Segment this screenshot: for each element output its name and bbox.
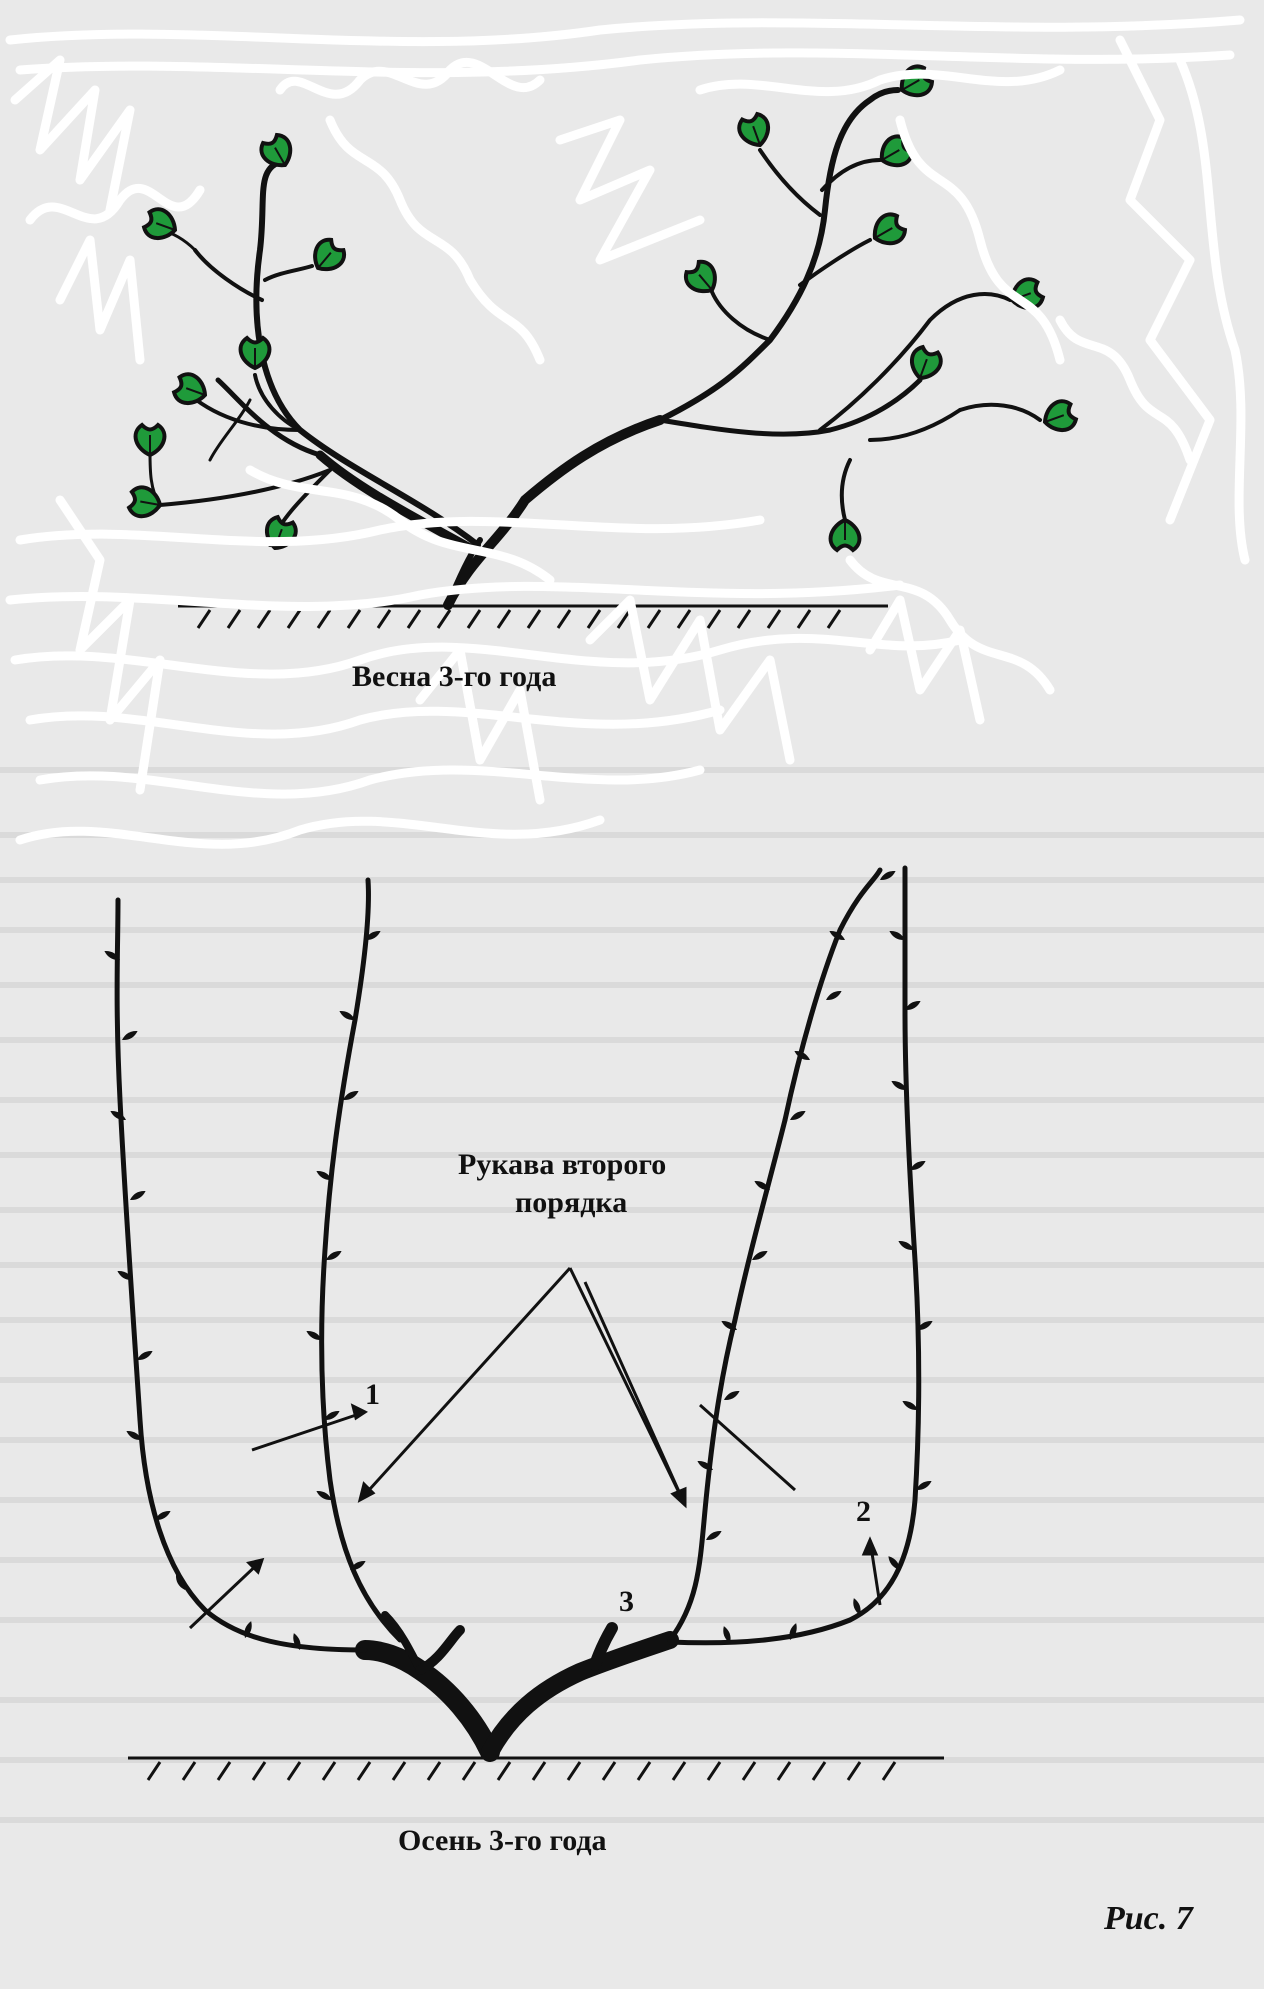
marker-3: 3 [619, 1585, 634, 1619]
branches-label-line1: Рукава второго [458, 1148, 666, 1182]
marker-1: 1 [365, 1378, 380, 1412]
autumn-caption: Осень 3-го года [398, 1824, 607, 1858]
figure-number: Рис. 7 [1104, 1900, 1193, 1938]
marker-2: 2 [856, 1495, 871, 1529]
spring-caption: Весна 3-го года [352, 660, 556, 694]
background-texture [0, 770, 1264, 1820]
branches-label-line2: порядка [515, 1186, 627, 1220]
